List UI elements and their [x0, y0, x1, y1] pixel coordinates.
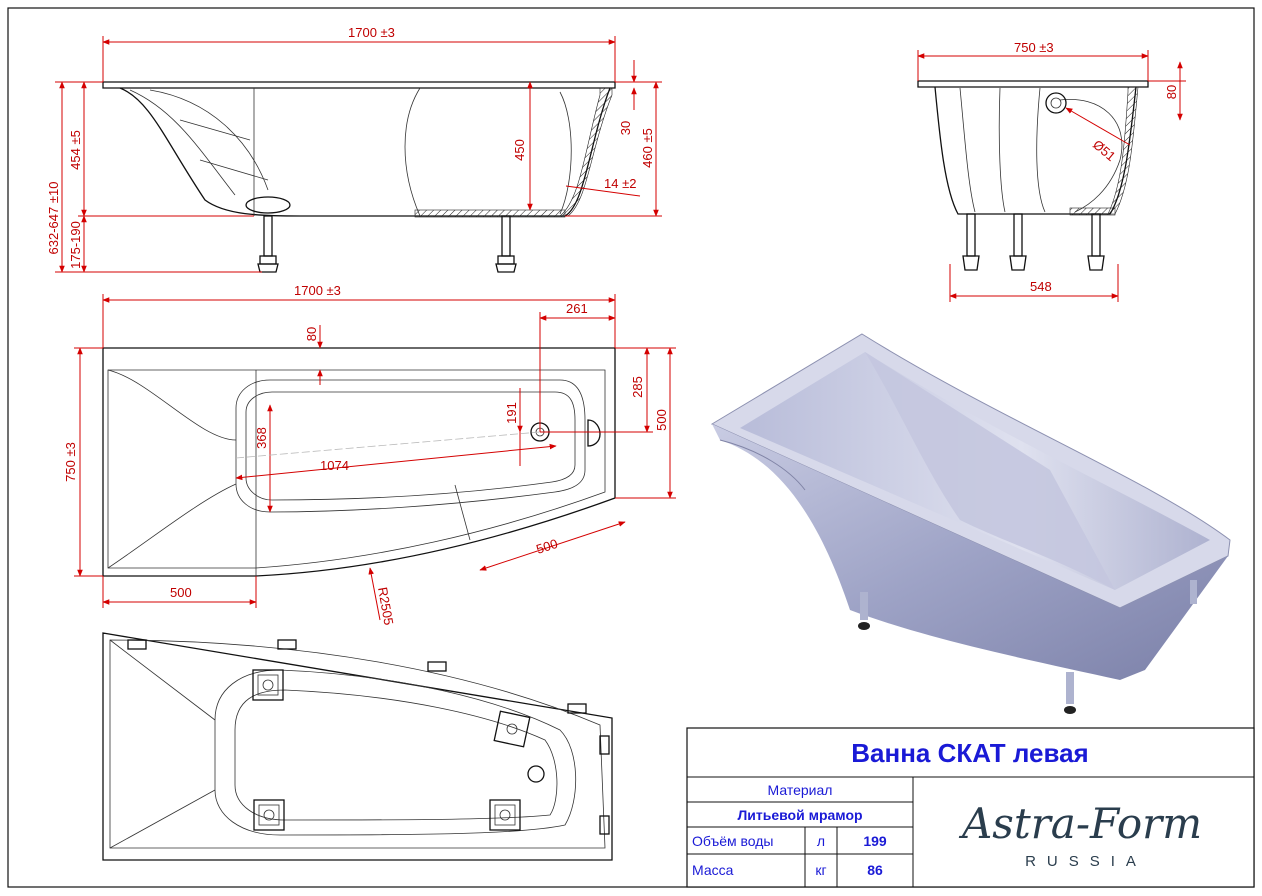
dim-plan-length: 1700 ±3: [294, 283, 341, 298]
dim-plan-radius: R2505: [375, 586, 396, 626]
dimension-labels: 1700 ±3 632-647 ±10 454 ±5 175-190 450 3…: [46, 25, 1179, 626]
mass-value: 86: [867, 862, 883, 878]
dim-height-454: 454 ±5: [68, 130, 83, 170]
title-block: Ванна СКАТ левая Материал Литьевой мрамо…: [686, 727, 1255, 888]
dim-end-width: 750 ±3: [1014, 40, 1054, 55]
mass-unit: кг: [815, 862, 826, 878]
dim-plan-500-bottom: 500: [170, 585, 192, 600]
water-volume-unit: л: [817, 833, 825, 849]
side-view: [102, 81, 616, 273]
dim-plan-width: 750 ±3: [63, 442, 78, 482]
dim-plan-1074: 1074: [320, 458, 349, 473]
water-volume-label: Объём воды: [692, 833, 773, 849]
drawing-title: Ванна СКАТ левая: [851, 738, 1088, 768]
dim-plan-285: 285: [630, 376, 645, 398]
dim-wall-14: 14 ±2: [604, 176, 636, 191]
dim-plan-261: 261: [566, 301, 588, 316]
dim-leg-height: 175-190: [68, 221, 83, 269]
bottom-view: [102, 632, 613, 861]
dimension-lines: [55, 36, 1186, 621]
dim-rim-80: 80: [1164, 85, 1179, 99]
dim-side-length: 1700 ±3: [348, 25, 395, 40]
dim-drain-dia: Ø51: [1090, 137, 1118, 164]
sheet-frame: [7, 7, 1255, 888]
brand-logo: Astra-Form: [958, 799, 1202, 848]
mass-label: Масса: [692, 862, 734, 878]
dim-rim-30: 30: [618, 121, 633, 135]
material-header: Материал: [768, 782, 833, 798]
material-value: Литьевой мрамор: [737, 807, 862, 823]
brand-logo-sub: RUSSIA: [1025, 853, 1147, 870]
dim-plan-500-diag: 500: [534, 536, 559, 557]
dim-plan-500-right: 500: [654, 409, 669, 431]
end-view: [917, 80, 1149, 271]
dim-depth-450: 450: [512, 139, 527, 161]
dim-total-height: 632-647 ±10: [46, 182, 61, 255]
water-volume-value: 199: [863, 833, 887, 849]
bathtub-3d-render: [710, 333, 1231, 714]
dim-leg-span: 548: [1030, 279, 1052, 294]
dim-plan-80: 80: [304, 327, 319, 341]
dim-height-460: 460 ±5: [640, 128, 655, 168]
dim-plan-368: 368: [254, 427, 269, 449]
dim-plan-191: 191: [504, 402, 519, 424]
